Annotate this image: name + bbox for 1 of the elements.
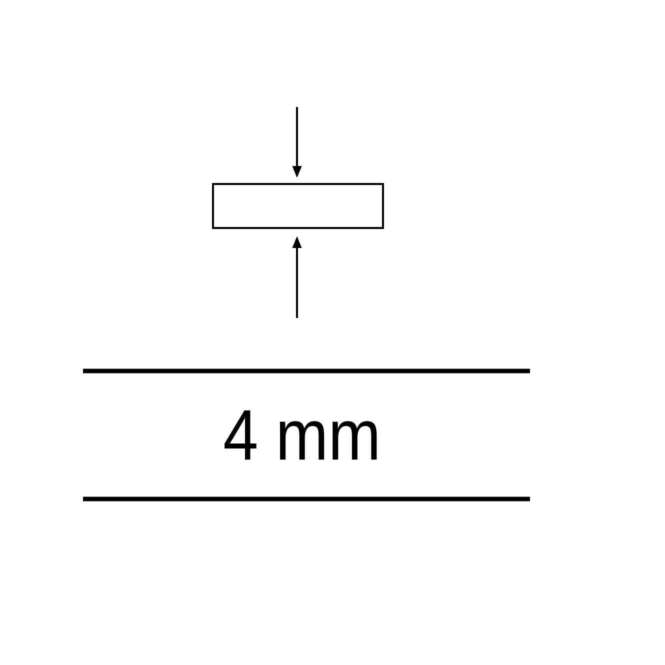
dimension-label: 4 mm [224, 410, 377, 460]
